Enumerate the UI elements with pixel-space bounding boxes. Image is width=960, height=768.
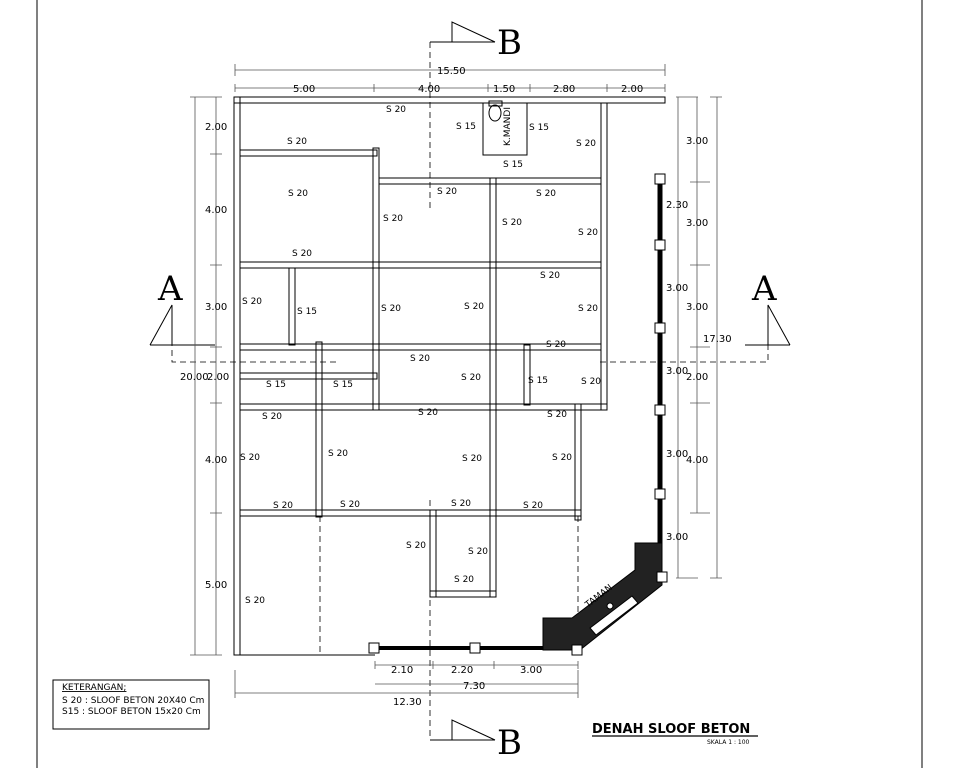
svg-text:B: B [497,723,522,763]
beam-label: S 20 [292,249,312,259]
beam-label: S 20 [461,373,481,383]
svg-text:S15 : SLOOF BETON 15x20 Cm: S15 : SLOOF BETON 15x20 Cm [62,707,201,717]
dimension-lines [190,64,722,698]
legend-box: KETERANGAN; S 20 : SLOOF BETON 20X40 Cm … [52,679,210,730]
svg-text:7.30: 7.30 [463,681,485,692]
svg-text:4.00: 4.00 [418,84,440,95]
svg-text:3.00: 3.00 [686,136,708,147]
svg-text:3.00: 3.00 [666,532,688,543]
beam-label: S 20 [578,304,598,314]
beam-label: S 20 [386,105,406,115]
svg-text:A: A [157,269,183,309]
svg-text:3.00: 3.00 [686,218,708,229]
beam-labels: S 20 S 15 S 15 S 20 S 20 S 15 S 20 S 20 S 20 S 20… [240,105,601,606]
beam-label: S 15 [503,160,523,170]
beam-label: S 15 [266,380,286,390]
svg-text:1.50: 1.50 [493,84,515,95]
beam-label: S 15 [456,122,476,132]
beam-label: S 20 [328,449,348,459]
svg-text:B: B [497,23,522,63]
svg-text:2.20: 2.20 [451,665,473,676]
beam-label: S 15 [529,123,549,133]
beam-label: S 15 [297,307,317,317]
beam-label: S 20 [462,454,482,464]
svg-text:3.00: 3.00 [205,302,227,313]
svg-text:2.80: 2.80 [553,84,575,95]
svg-text:2.00: 2.00 [207,372,229,383]
beam-label: S 20 [418,408,438,418]
svg-text:3.00: 3.00 [666,283,688,294]
beam-label: S 20 [464,302,484,312]
dimension-texts: 15.50 5.00 4.00 1.50 2.80 2.00 20.00 2.0… [180,66,732,708]
svg-text:KETERANGAN;: KETERANGAN; [62,683,126,693]
beam-label: S 20 [581,377,601,387]
section-lines [171,42,769,740]
beam-label: S 20 [273,501,293,511]
svg-text:5.00: 5.00 [205,580,227,591]
beam-label: S 20 [552,453,572,463]
svg-text:5.00: 5.00 [293,84,315,95]
svg-text:2.30: 2.30 [666,200,688,211]
beam-label: S 15 [333,380,353,390]
svg-text:12.30: 12.30 [393,697,422,708]
beam-label: S 20 [406,541,426,551]
svg-text:3.00: 3.00 [520,665,542,676]
svg-text:20.00: 20.00 [180,372,209,383]
bathroom-fixture: K.MANDI [488,100,513,146]
svg-text:SKALA 1 : 100: SKALA 1 : 100 [707,739,750,746]
svg-text:4.00: 4.00 [205,455,227,466]
beam-label: S 20 [502,218,522,228]
svg-text:3.00: 3.00 [666,366,688,377]
beam-label: S 20 [547,410,567,420]
section-mark-a-right: A [745,269,791,346]
beam-label: S 20 [546,340,566,350]
svg-text:4.00: 4.00 [205,205,227,216]
drawing-frame [36,0,923,768]
beam-label: S 20 [451,499,471,509]
beam-label: S 20 [242,297,262,307]
beam-label: S 20 [437,187,457,197]
svg-text:A: A [751,269,777,309]
section-mark-b-bottom: B [430,719,522,763]
drawing-title: DENAH SLOOF BETON SKALA 1 : 100 [592,722,758,746]
svg-text:15.50: 15.50 [437,66,466,77]
beam-label: S 20 [240,453,260,463]
svg-text:3.00: 3.00 [666,449,688,460]
svg-text:4.00: 4.00 [686,455,708,466]
beam-label: S 20 [523,501,543,511]
beam-label: S 20 [468,547,488,557]
beam-label: S 20 [576,139,596,149]
svg-text:S 20 : SLOOF BETON 20X40 Cm: S 20 : SLOOF BETON 20X40 Cm [62,696,204,706]
svg-text:DENAH SLOOF BETON: DENAH SLOOF BETON [592,722,750,737]
beam-label: S 20 [245,596,265,606]
beam-label: S 20 [383,214,403,224]
beam-label: S 20 [578,228,598,238]
beam-label: S 20 [288,189,308,199]
beam-label: S 20 [540,271,560,281]
bathroom-label: K.MANDI [503,107,513,146]
beam-label: S 20 [287,137,307,147]
garden-wall: TAMAN [368,173,668,656]
beam-label: S 20 [340,500,360,510]
beam-label: S 20 [536,189,556,199]
svg-text:2.00: 2.00 [621,84,643,95]
svg-text:3.00: 3.00 [686,302,708,313]
svg-text:2.10: 2.10 [391,665,413,676]
svg-text:2.00: 2.00 [205,122,227,133]
beam-label: S 20 [410,354,430,364]
beam-label: S 20 [381,304,401,314]
svg-text:2.00: 2.00 [686,372,708,383]
section-mark-a-left: A [149,269,215,346]
beam-label: S 15 [528,376,548,386]
svg-text:17.30: 17.30 [703,334,732,345]
beam-label: S 20 [454,575,474,585]
section-mark-b-top: B [430,21,522,63]
beam-label: S 20 [262,412,282,422]
sloof-beams [233,96,666,656]
